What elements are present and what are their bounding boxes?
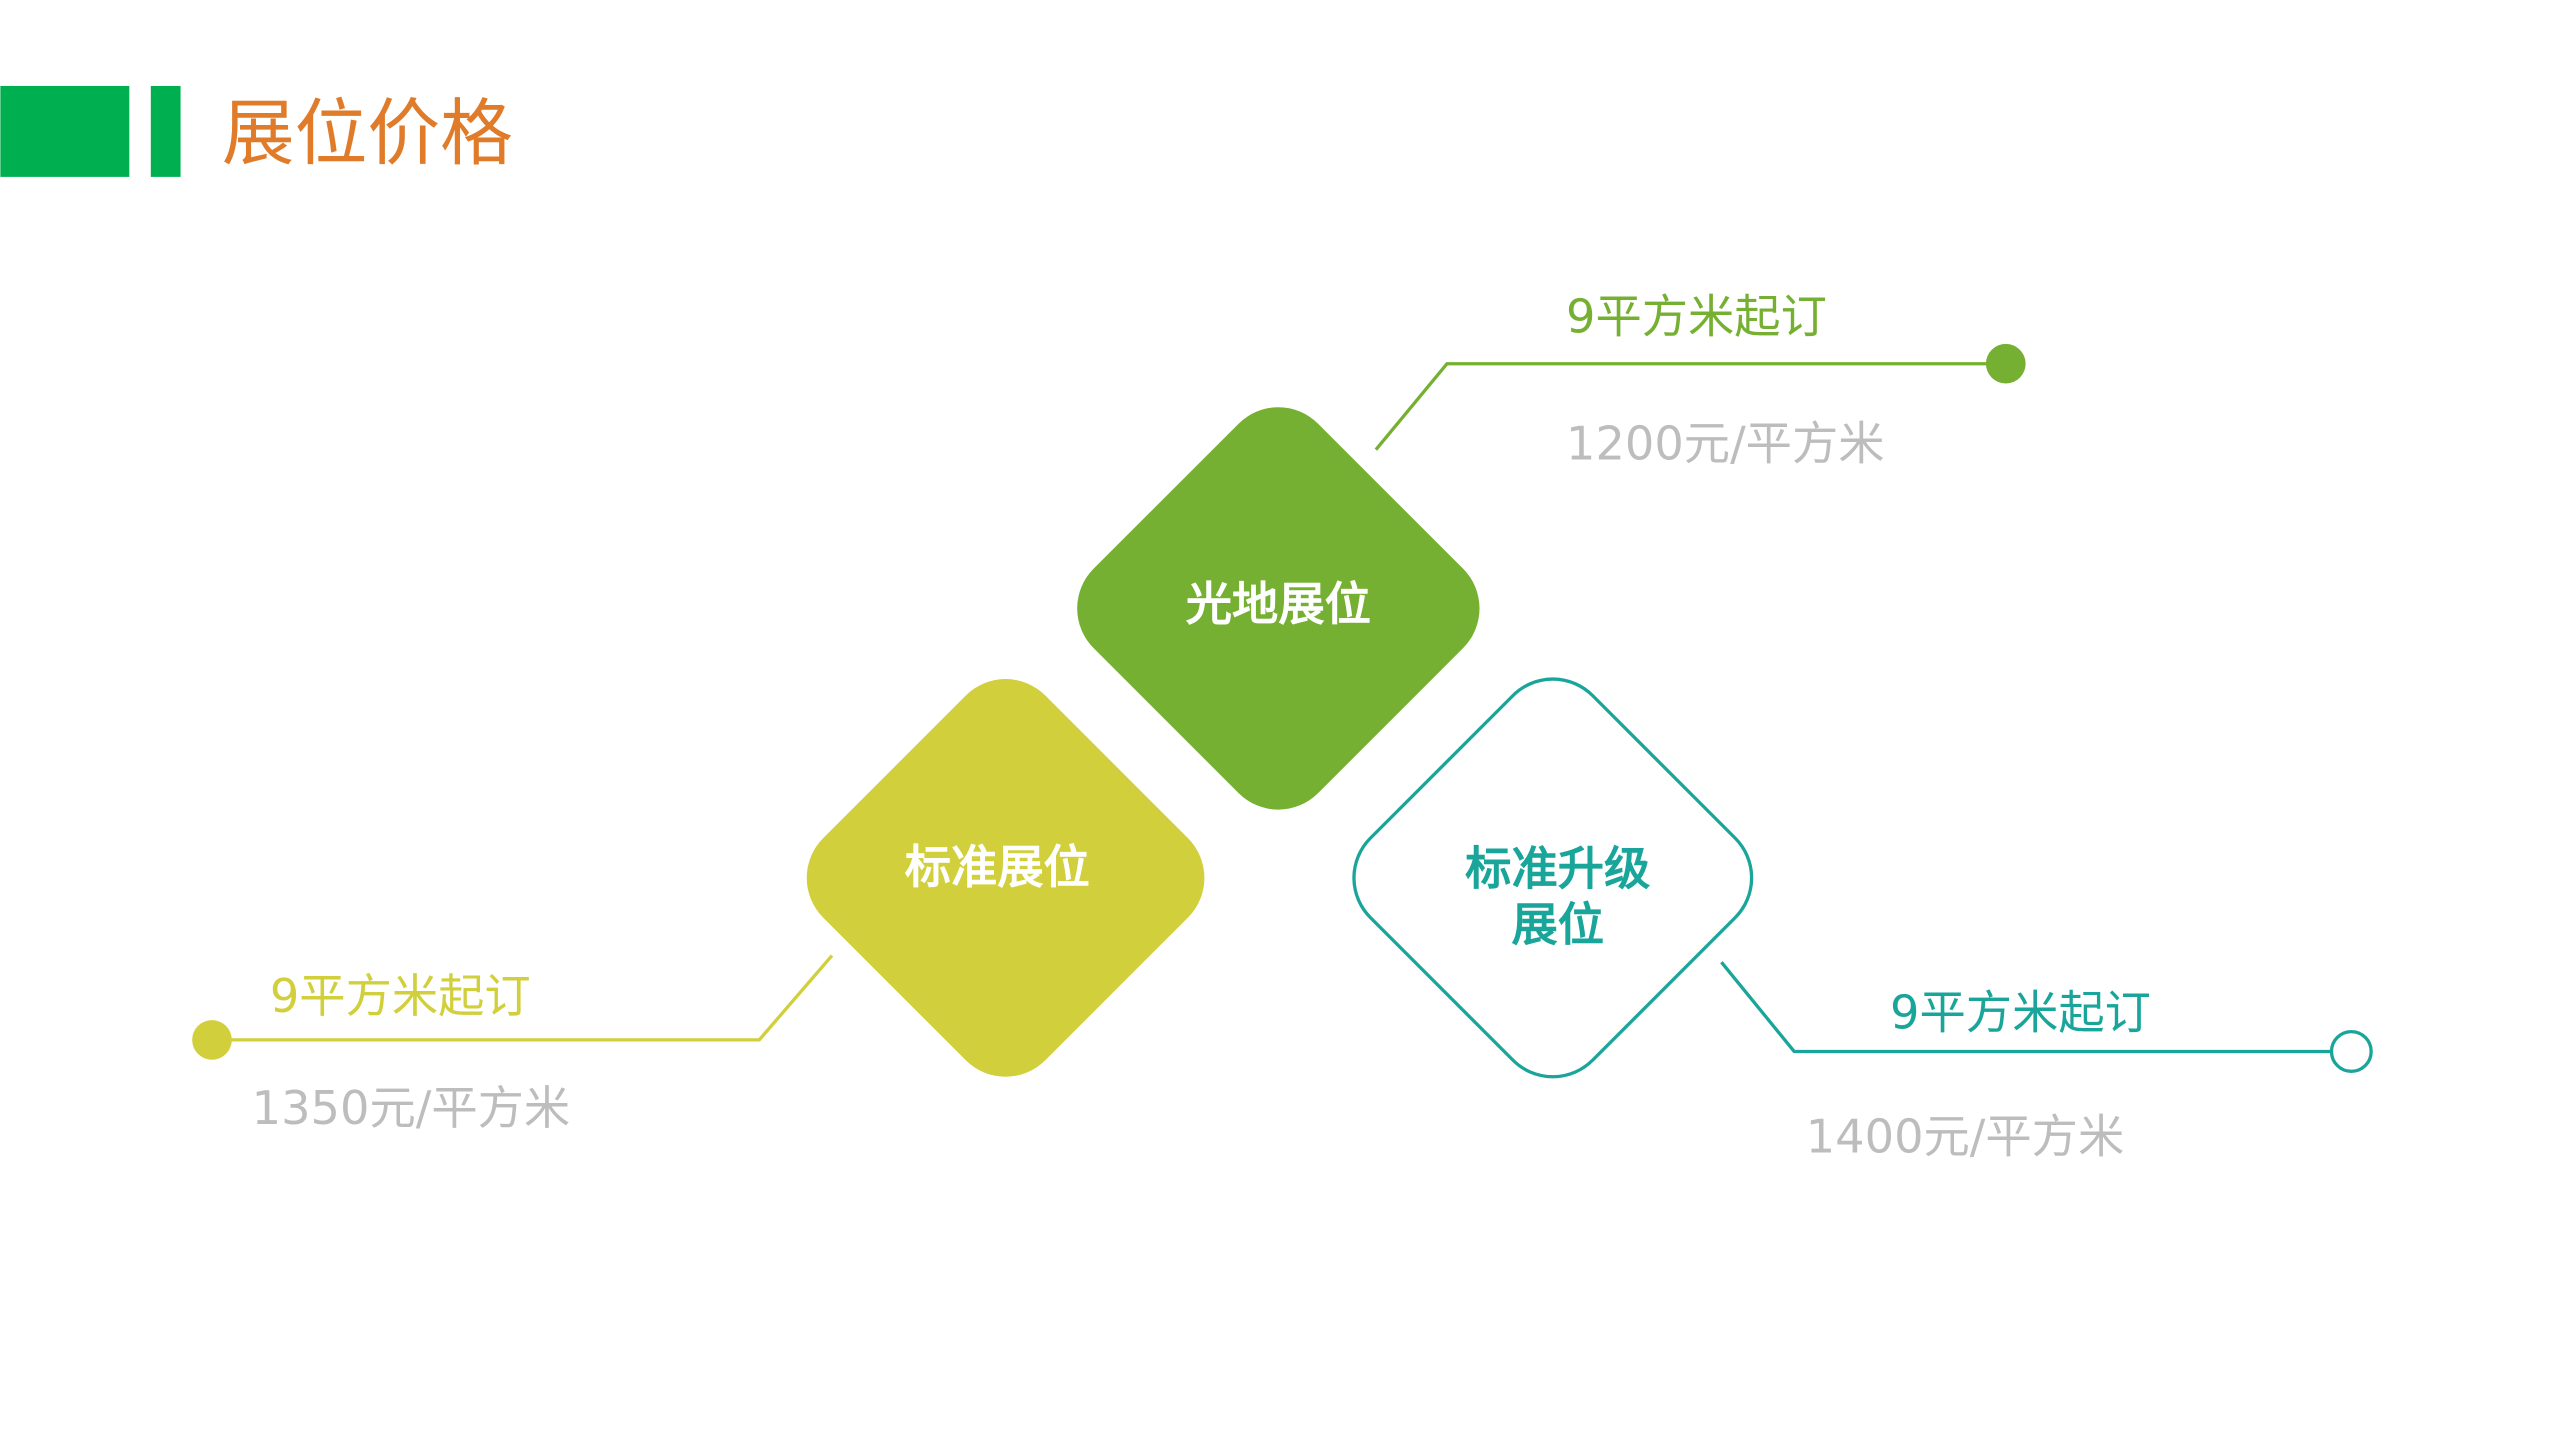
page-title: 展位价格 <box>222 92 513 177</box>
min-order: 9平方米起订 <box>270 969 531 1023</box>
connector-line <box>211 954 834 1042</box>
booth-standard: 标准展位 9平方米起订 1350元/平方米 <box>192 679 1205 1135</box>
booth-name: 光地展位 <box>1186 577 1371 631</box>
connector-line <box>1374 362 2006 451</box>
booth-name: 标准展位 <box>905 840 1090 894</box>
header-bar-stripe <box>150 85 181 177</box>
diamond-outline <box>1352 677 1754 1079</box>
connector-line <box>1720 961 2332 1054</box>
connector-ring <box>2329 1029 2373 1073</box>
connector-dot <box>1985 343 2026 384</box>
booth-bare-space: 光地展位 9平方米起订 1200元/平方米 <box>1077 289 2026 810</box>
booth-name-line1: 标准升级 <box>1465 842 1651 896</box>
price: 1400元/平方米 <box>1806 1109 2125 1163</box>
min-order: 9平方米起订 <box>1890 985 2151 1039</box>
diamond-shape <box>806 679 1205 1077</box>
price: 1350元/平方米 <box>252 1081 571 1135</box>
price: 1200元/平方米 <box>1566 417 1885 471</box>
diamond-shape <box>1077 407 1480 810</box>
connector-dot <box>192 1020 232 1060</box>
header-bar-block <box>0 85 130 177</box>
min-order: 9平方米起订 <box>1566 289 1827 343</box>
booth-name-line2: 展位 <box>1511 898 1604 952</box>
booth-upgraded-standard: 标准升级 展位 9平方米起订 1400元/平方米 <box>1352 677 2373 1163</box>
